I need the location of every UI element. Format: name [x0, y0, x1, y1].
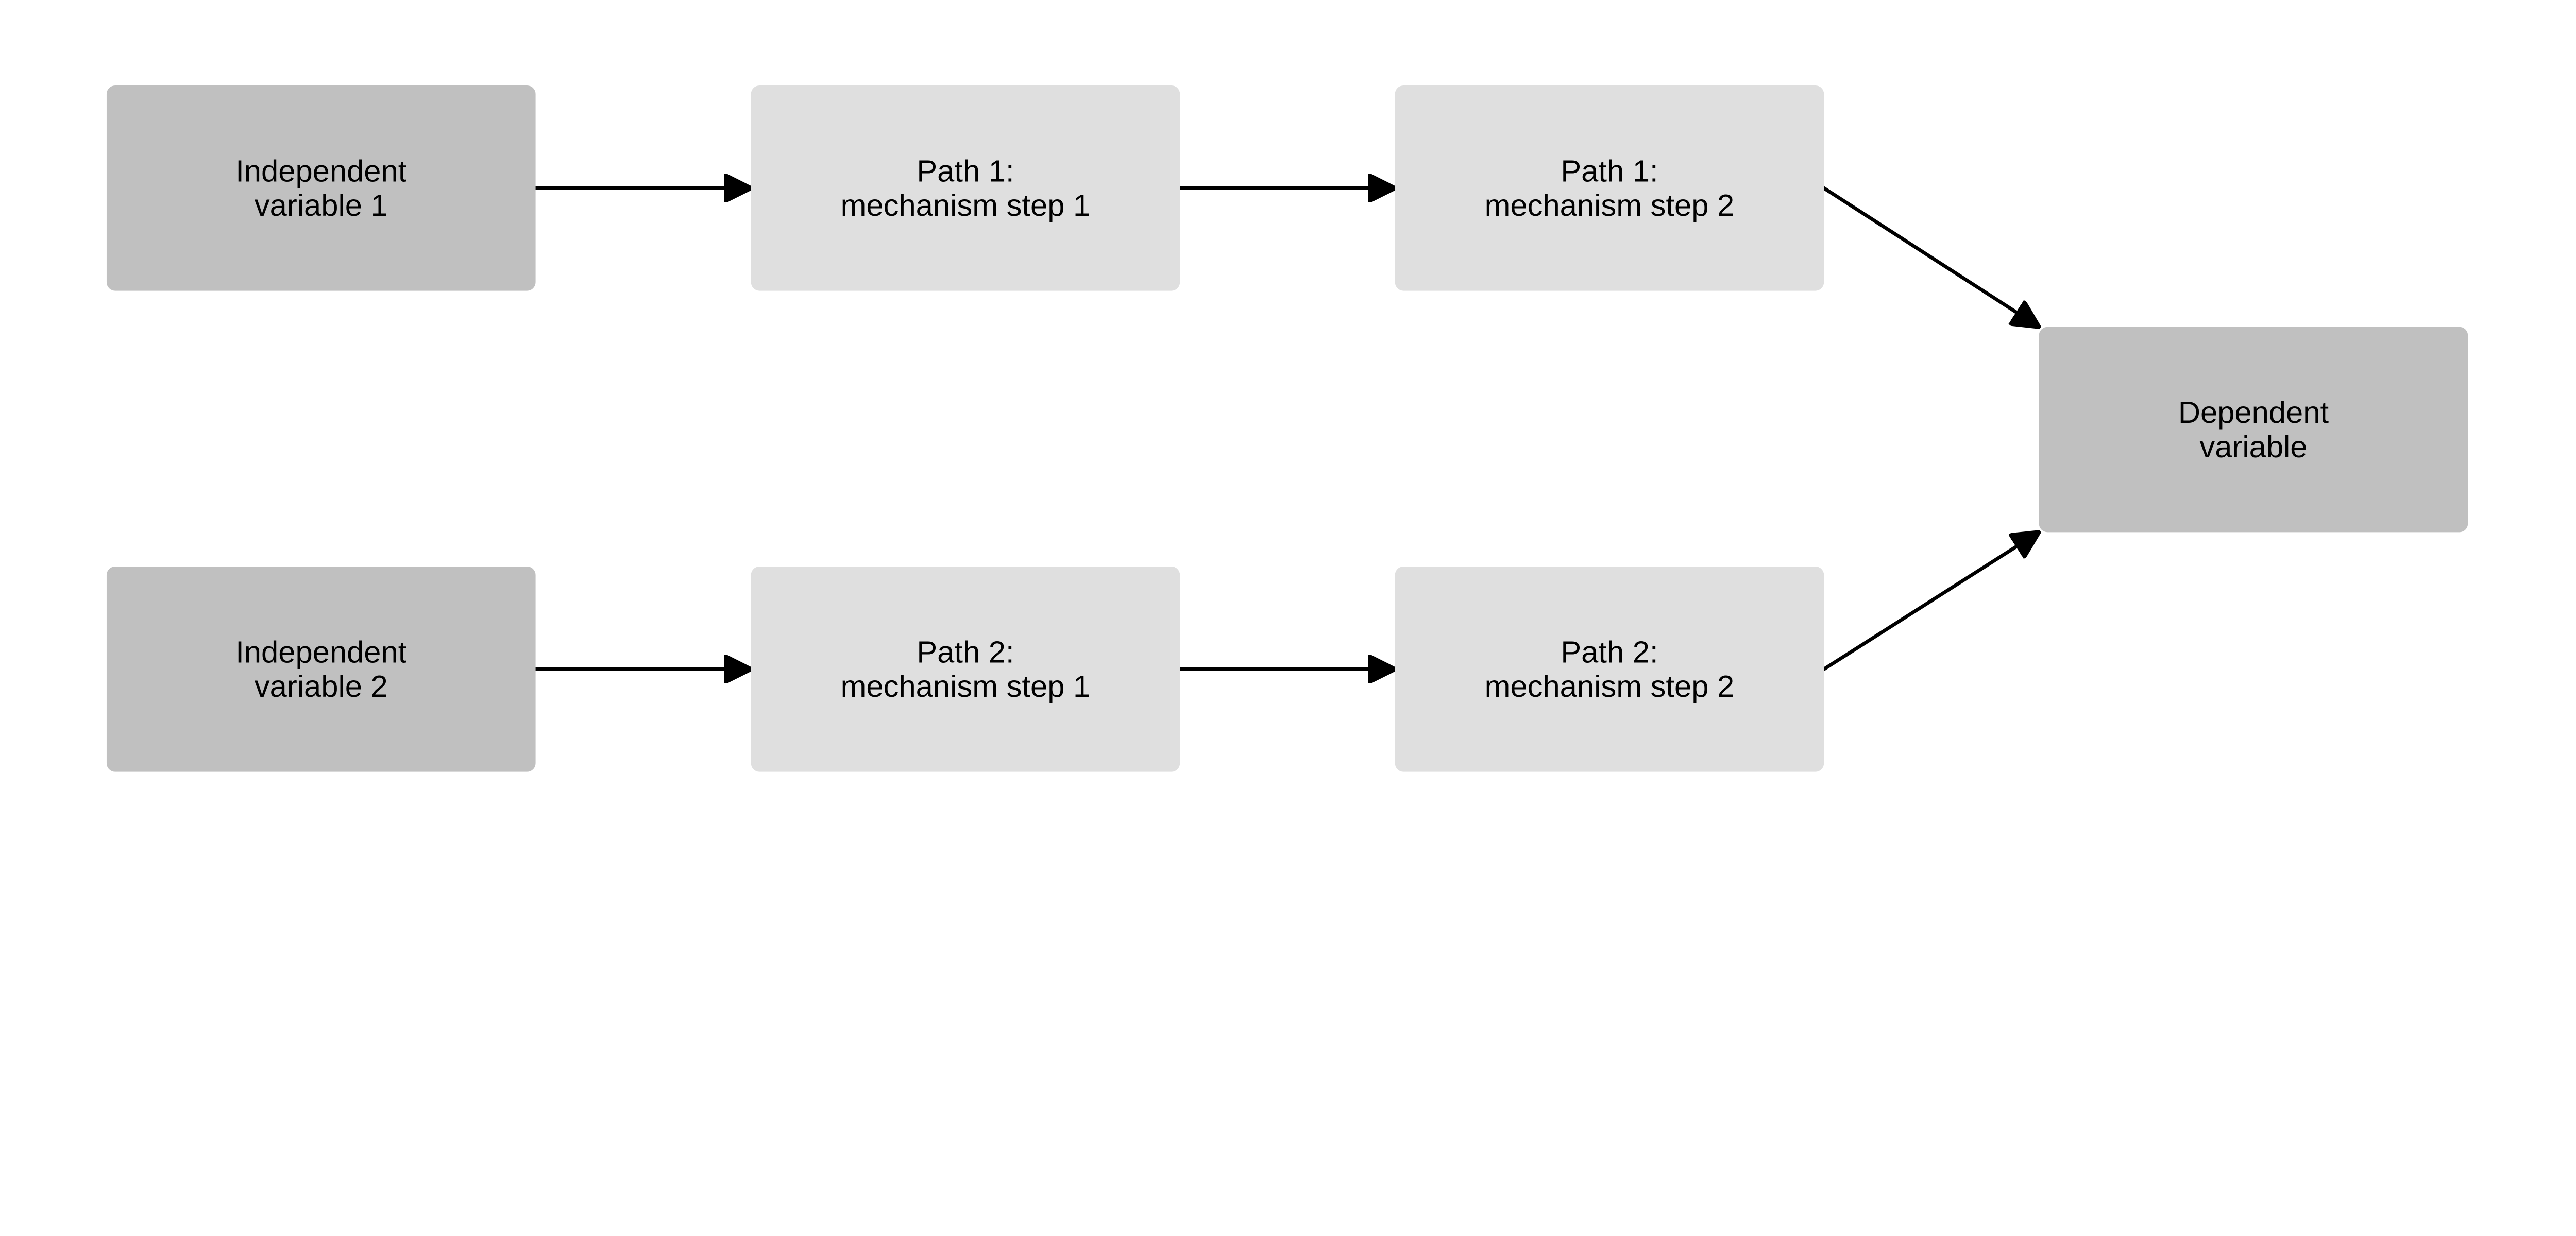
node-label-line: mechanism step 2 [1485, 669, 1735, 703]
node-label-line: Path 2: [917, 634, 1014, 669]
node-label-line: Dependent [2178, 395, 2329, 430]
node-label-line: variable 2 [255, 669, 388, 703]
node-label-line: Path 1: [1561, 153, 1658, 188]
node-p1s2: Path 1:mechanism step 2 [1395, 85, 1824, 291]
node-box [751, 566, 1180, 772]
node-label-line: Independent [235, 634, 407, 669]
node-label-line: Path 2: [1561, 634, 1658, 669]
node-p2s1: Path 2:mechanism step 1 [751, 566, 1180, 772]
node-box [106, 566, 536, 772]
arrow-p2s2-to-dv [1822, 532, 2039, 671]
node-label-line: mechanism step 2 [1485, 188, 1735, 222]
arrow-p1s2-to-dv [1822, 186, 2039, 327]
node-label-line: Independent [235, 153, 407, 188]
node-p1s1: Path 1:mechanism step 1 [751, 85, 1180, 291]
node-box [751, 85, 1180, 291]
node-label-line: mechanism step 1 [841, 188, 1091, 222]
node-label-line: variable [2199, 430, 2307, 464]
node-label-line: Path 1: [917, 153, 1014, 188]
node-label-line: mechanism step 1 [841, 669, 1091, 703]
node-box [106, 85, 536, 291]
node-box [1395, 566, 1824, 772]
node-label-line: variable 1 [255, 188, 388, 222]
edges-group [534, 186, 2039, 671]
node-p2s2: Path 2:mechanism step 2 [1395, 566, 1824, 772]
node-box [1395, 85, 1824, 291]
node-box [2039, 327, 2468, 533]
